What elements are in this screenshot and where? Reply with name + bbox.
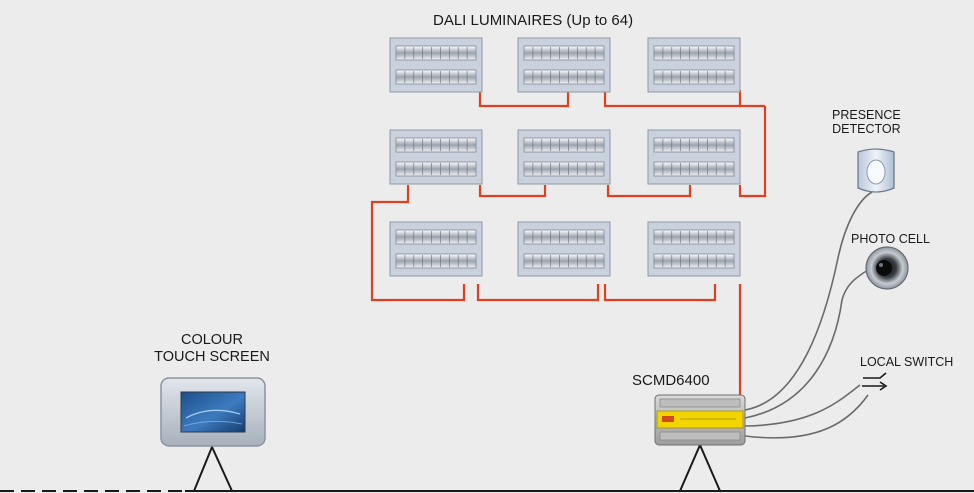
dali-wire-segment <box>738 106 767 198</box>
dali-luminaire <box>389 221 483 277</box>
dali-wire-segment <box>606 185 692 198</box>
dali-luminaire <box>389 129 483 185</box>
presence-detector <box>857 148 895 193</box>
dali-luminaire <box>389 37 483 93</box>
touch-screen-stand <box>193 444 233 492</box>
diagram-title: DALI LUMINAIRES (Up to 64) <box>433 12 634 29</box>
dali-luminaire <box>647 37 741 93</box>
scmd6400-controller <box>654 394 746 446</box>
dali-luminaire <box>647 129 741 185</box>
photocell-wire <box>744 269 869 419</box>
bus-line <box>0 442 974 492</box>
local-switch-symbol <box>862 372 888 391</box>
luminaire-grid <box>389 37 741 277</box>
dali-wire-segment <box>478 185 547 198</box>
presence-label-line2: DETECTOR <box>832 122 901 137</box>
photo-cell-label: PHOTO CELL <box>851 232 930 246</box>
presence-label-line1: PRESENCE <box>832 108 901 122</box>
presence-detector-label: PRESENCE DETECTOR <box>832 108 901 137</box>
dali-wire-segment <box>370 185 466 302</box>
switch-wire <box>744 384 861 427</box>
sensor-wires <box>744 191 873 439</box>
local-switch-label: LOCAL SWITCH <box>860 355 954 369</box>
dali-wire-segment <box>478 90 570 108</box>
switch-wire-2 <box>744 394 869 439</box>
colour-touch-screen <box>160 377 266 447</box>
dali-luminaire <box>517 37 611 93</box>
dali-wire-segment <box>603 90 742 108</box>
dali-wire-segment <box>476 284 600 302</box>
touch-screen-label-line1: COLOUR <box>180 332 244 348</box>
controller-label: SCMD6400 <box>632 372 710 389</box>
dali-loop-wire <box>370 90 767 395</box>
controller-stand <box>679 442 721 492</box>
touch-screen-label-line2: TOUCH SCREEN <box>154 348 270 365</box>
photo-cell <box>865 246 909 290</box>
presence-wire <box>744 191 873 411</box>
dali-luminaire <box>517 221 611 277</box>
dali-wire-segment <box>603 284 717 302</box>
dali-luminaire <box>647 221 741 277</box>
touch-screen-label: COLOUR TOUCH SCREEN <box>137 332 287 365</box>
dali-luminaire <box>517 129 611 185</box>
